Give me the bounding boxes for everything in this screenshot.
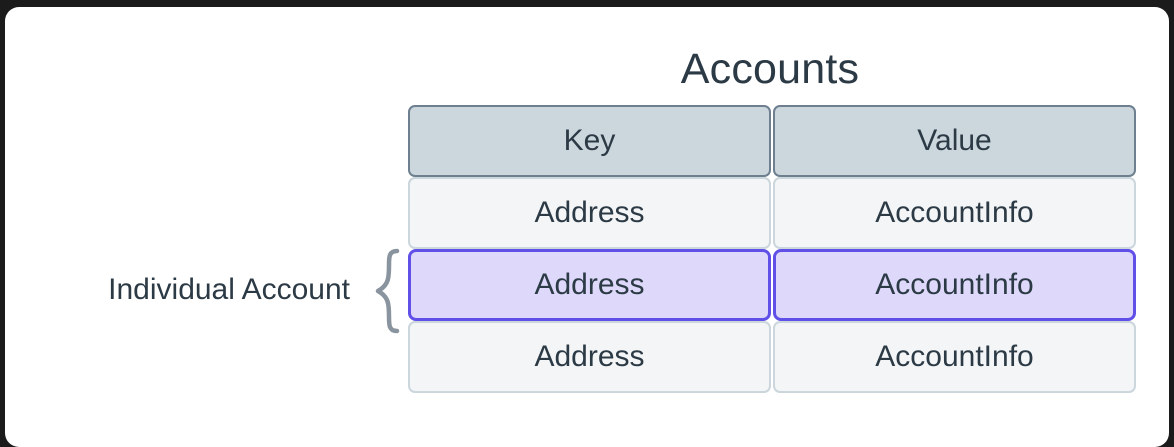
table-row-highlighted[interactable]: Address AccountInfo xyxy=(408,249,1136,321)
annotation-label: Individual Account xyxy=(108,273,350,306)
column-header-value: Value xyxy=(773,105,1136,177)
curly-brace-icon xyxy=(370,247,404,335)
column-header-key: Key xyxy=(408,105,771,177)
cell-value: AccountInfo xyxy=(773,249,1136,321)
accounts-table: Key Value Address AccountInfo Address Ac… xyxy=(408,105,1136,401)
table-row[interactable]: Address AccountInfo xyxy=(408,177,1136,249)
diagram-card: Accounts Individual Account Key Value Ad… xyxy=(5,7,1169,447)
cell-key: Address xyxy=(408,249,771,321)
cell-value: AccountInfo xyxy=(773,177,1136,249)
cell-key: Address xyxy=(408,177,771,249)
cell-key: Address xyxy=(408,321,771,393)
diagram-stage: Accounts Individual Account Key Value Ad… xyxy=(5,7,1169,440)
table-header-row: Key Value xyxy=(408,105,1136,177)
table-row[interactable]: Address AccountInfo xyxy=(408,321,1136,393)
diagram-title: Accounts xyxy=(680,45,860,93)
cell-value: AccountInfo xyxy=(773,321,1136,393)
